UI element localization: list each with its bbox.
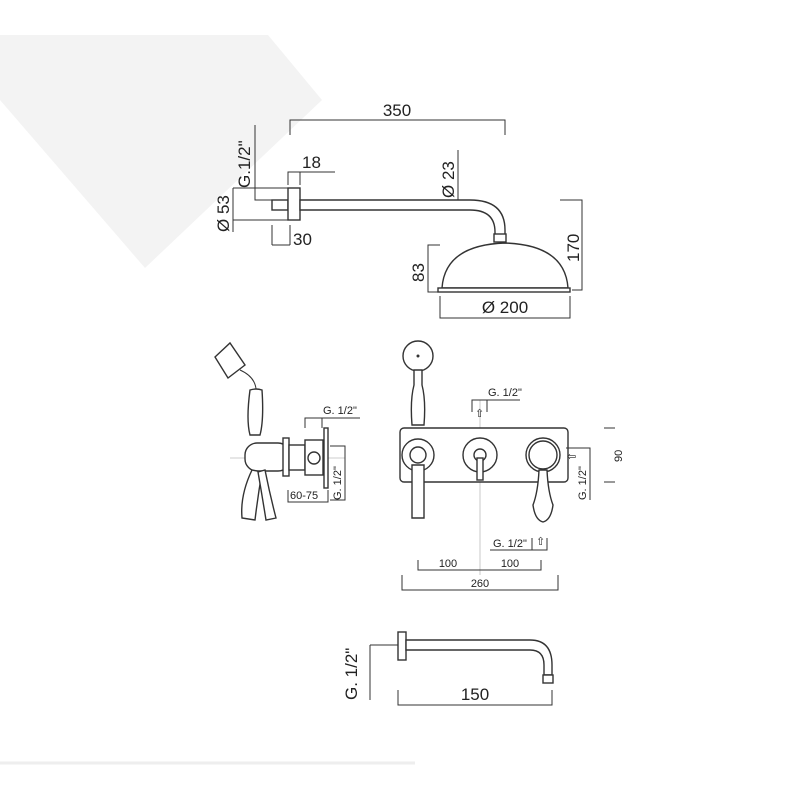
dim-head-height: 83 xyxy=(409,263,428,282)
dim-flange-depth: 18 xyxy=(302,153,321,172)
spout-view: G. 1/2" 150 xyxy=(342,631,554,706)
front-thread-bottom: G. 1/2" xyxy=(493,538,527,550)
side-thread-side: G. 1/2" xyxy=(332,466,344,500)
dim-pipe-stub: 30 xyxy=(293,230,312,249)
dim-arm-length: 350 xyxy=(383,101,411,120)
arrow-left-icon: ⇦ xyxy=(567,451,576,463)
spout-thread: G. 1/2" xyxy=(342,648,361,700)
side-thread-top: G. 1/2" xyxy=(323,405,357,417)
mixer-side-view: G. 1/2" G. 1/2" 60-75 xyxy=(214,341,360,521)
front-thread-top: G. 1/2" xyxy=(488,387,522,399)
front-plate-height: 90 xyxy=(613,450,625,462)
front-thread-right: G. 1/2" xyxy=(577,466,589,500)
arrow-up-bottom-icon: ⇧ xyxy=(536,536,545,548)
background-watermark xyxy=(0,35,322,268)
front-spacing-right: 100 xyxy=(501,558,519,570)
dim-flange-diameter: Ø 53 xyxy=(214,195,233,232)
front-spacing-left: 100 xyxy=(439,558,457,570)
shower-arm-view: 350 G.1/2" 18 Ø 23 Ø 53 30 170 83 Ø 200 xyxy=(214,101,583,319)
spout-length: 150 xyxy=(461,685,489,704)
dim-head-diameter: Ø 200 xyxy=(482,298,528,317)
front-total-width: 260 xyxy=(471,578,489,590)
mixer-front-view: G. 1/2" ⇧ ⇦ G. 1/2" 90 G. 1/2" ⇧ 100 100… xyxy=(399,340,625,591)
arrow-up-icon: ⇧ xyxy=(475,408,484,420)
dim-total-height: 170 xyxy=(564,234,583,262)
dim-arm-diameter: Ø 23 xyxy=(439,161,458,198)
side-depth-range: 60-75 xyxy=(290,490,318,502)
dim-arm-thread: G.1/2" xyxy=(235,140,254,188)
